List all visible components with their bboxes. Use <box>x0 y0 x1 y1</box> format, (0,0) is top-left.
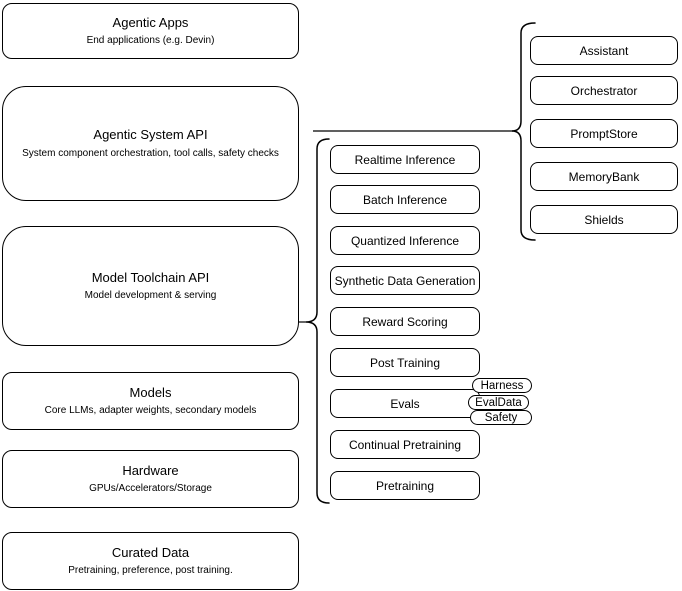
box-curated-data: Curated Data Pretraining, preference, po… <box>2 532 299 590</box>
tag-label: Harness <box>480 379 524 392</box>
box-subtitle: Model development & serving <box>84 290 217 302</box>
box-title: Hardware <box>122 462 179 478</box>
box-models: Models Core LLMs, adapter weights, secon… <box>2 372 299 430</box>
tag-label: Safety <box>484 411 518 424</box>
box-label: Realtime Inference <box>354 152 456 167</box>
box-label: MemoryBank <box>568 169 640 184</box>
box-label: Batch Inference <box>362 192 448 207</box>
box-synthetic-data-generation: Synthetic Data Generation <box>330 266 480 295</box>
box-batch-inference: Batch Inference <box>330 185 480 214</box>
box-realtime-inference: Realtime Inference <box>330 145 480 174</box>
box-subtitle: End applications (e.g. Devin) <box>86 35 215 47</box>
box-label: Continual Pretraining <box>348 437 462 452</box>
box-label: Pretraining <box>375 478 435 493</box>
box-model-toolchain-api: Model Toolchain API Model development & … <box>2 226 299 346</box>
box-hardware: Hardware GPUs/Accelerators/Storage <box>2 450 299 508</box>
box-title: Agentic System API <box>93 127 208 143</box>
box-promptstore: PromptStore <box>530 119 678 148</box>
toolchain-group-brace <box>305 138 330 504</box>
box-label: Evals <box>390 396 420 411</box>
box-title: Model Toolchain API <box>91 269 210 285</box>
box-label: Quantized Inference <box>350 233 460 248</box>
box-quantized-inference: Quantized Inference <box>330 226 480 255</box>
box-label: Post Training <box>369 355 441 370</box>
tag-evaldata: EvalData <box>468 395 529 410</box>
box-label: Reward Scoring <box>362 314 448 329</box>
box-label: Orchestrator <box>570 83 638 98</box>
box-reward-scoring: Reward Scoring <box>330 307 480 336</box>
box-post-training: Post Training <box>330 348 480 377</box>
box-shields: Shields <box>530 205 678 234</box>
box-label: Assistant <box>579 43 629 58</box>
box-subtitle: Pretraining, preference, post training. <box>68 565 233 577</box>
box-memorybank: MemoryBank <box>530 162 678 191</box>
box-assistant: Assistant <box>530 36 678 65</box>
box-orchestrator: Orchestrator <box>530 76 678 105</box>
box-label: Shields <box>584 212 624 227</box>
box-label: PromptStore <box>570 126 638 141</box>
tag-label: EvalData <box>475 396 522 409</box>
box-subtitle: GPUs/Accelerators/Storage <box>89 483 212 495</box>
box-pretraining: Pretraining <box>330 471 480 500</box>
box-agentic-system-api: Agentic System API System component orch… <box>2 86 299 201</box>
box-continual-pretraining: Continual Pretraining <box>330 430 480 459</box>
box-title: Curated Data <box>111 544 190 560</box>
box-subtitle: Core LLMs, adapter weights, secondary mo… <box>44 405 257 417</box>
box-title: Models <box>129 384 172 400</box>
box-label: Synthetic Data Generation <box>334 273 476 288</box>
box-agentic-apps: Agentic Apps End applications (e.g. Devi… <box>2 3 299 59</box>
tag-safety: Safety <box>470 410 532 425</box>
box-evals: Evals <box>330 389 480 418</box>
box-title: Agentic Apps <box>112 14 189 30</box>
tag-harness: Harness <box>472 378 532 393</box>
box-subtitle: System component orchestration, tool cal… <box>22 147 279 159</box>
